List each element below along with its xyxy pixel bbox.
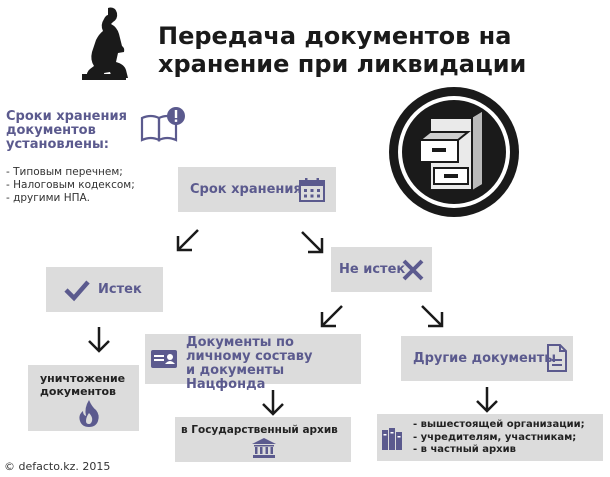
- document-icon: [547, 344, 567, 372]
- id-card-icon: [151, 350, 177, 368]
- list-item: - Типовым перечнем;: [6, 166, 123, 178]
- node-other-destinations: - вышестоящей организации; - учредителям…: [377, 414, 603, 461]
- node-personnel-documents: Документы по личному составу и документы…: [145, 334, 361, 392]
- title-line-1: Передача документов на: [158, 22, 512, 50]
- node-other-documents-label: Другие документы: [413, 351, 557, 366]
- node-destruction-line-2: документов: [40, 385, 117, 398]
- node-personnel-line-3: и документы Нацфонда: [186, 363, 285, 392]
- arrow-down-icon: [262, 390, 284, 416]
- node-expired-label: Истек: [98, 282, 142, 297]
- binders-icon: [382, 428, 402, 450]
- node-other-documents: Другие документы: [401, 336, 573, 381]
- node-personnel-line-2: личному составу: [186, 349, 313, 364]
- node-personnel-documents-label: Документы по личному составу и документы…: [186, 336, 361, 392]
- arrow-down-right-icon: [421, 305, 444, 328]
- title-line-2: хранение при ликвидации: [158, 50, 527, 78]
- list-item: - Налоговым кодексом;: [6, 179, 135, 191]
- node-retention-period-label: Срок хранения: [190, 182, 302, 197]
- retention-heading-line-3: установлены:: [6, 137, 109, 152]
- list-item: - другими НПА.: [6, 192, 90, 204]
- thinker-logo-icon: [82, 7, 128, 80]
- checkmark-icon: [64, 280, 90, 302]
- retention-heading-line-2: документов: [6, 123, 96, 138]
- book-alert-icon: [140, 107, 185, 142]
- node-destruction: уничтожение документов: [28, 365, 139, 431]
- fire-icon: [79, 400, 99, 427]
- footer-copyright: © defacto.kz. 2015: [4, 460, 111, 473]
- node-other-destinations-list: - вышестоящей организации; - учредителям…: [413, 419, 585, 457]
- node-retention-period: Срок хранения: [178, 167, 336, 212]
- list-item: - учредителям, участникам;: [413, 431, 577, 443]
- node-personnel-line-1: Документы по: [186, 335, 294, 350]
- list-item: - вышестоящей организации;: [413, 419, 585, 430]
- node-state-archive-label: в Государственный архив: [181, 424, 338, 436]
- cross-icon: [402, 259, 424, 281]
- node-state-archive: в Государственный архив: [175, 417, 351, 462]
- page-title: Передача документов на хранение при ликв…: [158, 22, 526, 78]
- node-expired: Истек: [46, 267, 163, 312]
- arrow-down-icon: [88, 327, 110, 353]
- arrow-down-icon: [476, 387, 498, 413]
- node-destruction-label: уничтожение документов: [40, 372, 125, 398]
- arrow-down-left-icon: [320, 305, 343, 328]
- calendar-icon: [299, 178, 325, 202]
- retention-heading-line-1: Сроки хранения: [6, 109, 127, 124]
- filing-cabinet-icon: [389, 87, 519, 217]
- node-not-expired: Не истек: [331, 247, 432, 292]
- museum-building-icon: [252, 438, 276, 458]
- arrow-down-right-icon: [301, 231, 324, 254]
- list-item: - в частный архив: [413, 444, 516, 455]
- arrow-down-left-icon: [176, 229, 199, 252]
- node-destruction-line-1: уничтожение: [40, 372, 126, 385]
- retention-list: - Типовым перечнем; - Налоговым кодексом…: [6, 166, 135, 205]
- node-not-expired-label: Не истек: [339, 262, 406, 277]
- retention-heading: Сроки хранения документов установлены:: [6, 110, 127, 152]
